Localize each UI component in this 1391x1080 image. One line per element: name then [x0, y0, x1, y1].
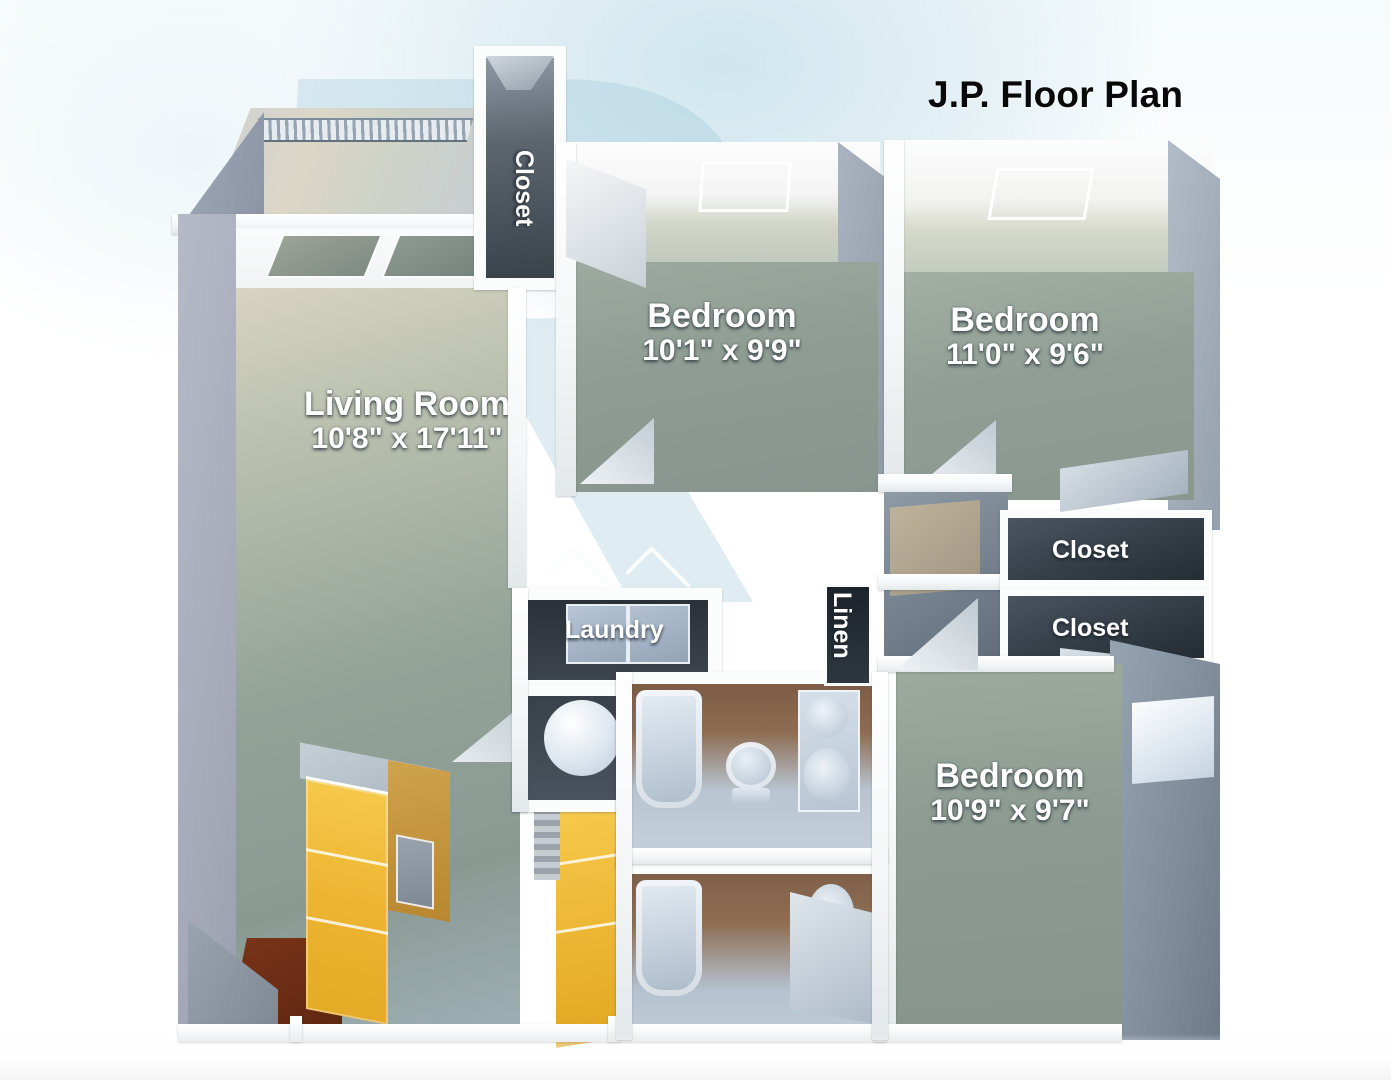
bedroom-2-left-wall [884, 140, 904, 492]
bedroom-2-dimensions: 11'0" x 9'6" [946, 337, 1104, 371]
bedroom-3-window [1132, 696, 1214, 784]
laundry-label: Laundry [565, 616, 664, 644]
living-room-name: Living Room [304, 385, 510, 423]
bedroom-1-name: Bedroom [647, 297, 797, 335]
living-room-left-wall [178, 214, 236, 1040]
sink-icon [726, 742, 776, 790]
bedroom-3-label: Bedroom 10'9" x 9'7" [890, 758, 1130, 827]
closet-right-lower-interior [1008, 596, 1204, 658]
kitchen-cabinet-icon-left [306, 776, 388, 1025]
page-title: J.P. Floor Plan [928, 74, 1184, 115]
living-room-label: Living Room 10'8" x 17'11" [262, 386, 552, 455]
core-wall-bath-right [872, 672, 888, 1040]
closet-right-upper-interior [1008, 518, 1204, 580]
sink-pedestal [732, 788, 770, 804]
bedroom-1-dimensions: 10'1" x 9'9" [642, 333, 802, 367]
bedroom-1-ceiling-window [698, 162, 792, 212]
round-table-icon [544, 700, 620, 776]
washer-icon [566, 604, 628, 664]
bedroom-2-ceiling-window [987, 168, 1095, 220]
bathroom-lower-door [790, 892, 874, 1024]
living-room-dimensions: 10'8" x 17'11" [311, 421, 503, 455]
core-wall-left-vertical [512, 588, 528, 812]
kitchen-backsplash [534, 800, 560, 880]
kitchen-appliance-panel [396, 834, 434, 910]
bedroom-3-dimensions: 10'9" x 9'7" [930, 793, 1090, 827]
bottom-fade [0, 1034, 1391, 1080]
bedroom-1-floor [560, 262, 878, 492]
bedroom-3-name: Bedroom [935, 757, 1085, 795]
bathtub-icon-lower [636, 880, 702, 996]
bedroom-1-label: Bedroom 10'1" x 9'9" [602, 298, 842, 367]
bedroom-2-name: Bedroom [950, 301, 1100, 339]
closet-top-left-interior [486, 58, 554, 278]
bathtub-icon [636, 690, 702, 808]
living-room-right-wall [508, 288, 526, 588]
hallway-wall-top [878, 474, 1012, 492]
core-wall-bath-divider [616, 848, 888, 864]
linen-closet-box [824, 584, 872, 686]
closet-right-upper-label: Closet [1052, 536, 1129, 564]
kitchen-cabinet-icon-right [556, 785, 618, 1048]
living-room-window-left [265, 234, 383, 278]
toilet-icon [806, 696, 848, 738]
toilet-bowl-icon [804, 748, 850, 800]
dryer-icon [628, 604, 690, 664]
bedroom-2-label: Bedroom 11'0" x 9'6" [900, 302, 1150, 371]
closet-top-left-label: Closet [510, 150, 538, 227]
hallway-wall-mid [878, 574, 1018, 590]
core-wall-bath-left [616, 672, 632, 1040]
balcony-left-wall-face [178, 112, 264, 230]
balcony-railing-icon [251, 118, 474, 142]
bedroom-2-back-wall [894, 140, 1212, 290]
bedroom-3-floor [890, 664, 1122, 1040]
closet-right-lower-label: Closet [1052, 614, 1129, 642]
linen-label: Linen [828, 592, 856, 659]
